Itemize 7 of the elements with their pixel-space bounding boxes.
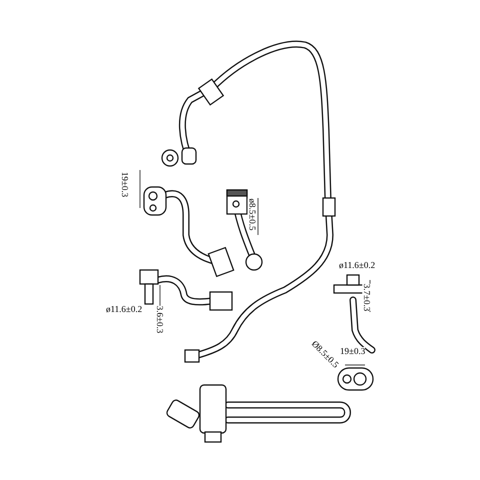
dimension-label: 19±0.3 bbox=[120, 172, 130, 198]
dimension-label: ø11.6±0.2 bbox=[339, 261, 376, 270]
dimension-label: ø11.6±0.2 bbox=[106, 305, 142, 314]
dimension-label: 3.6±0.3 bbox=[155, 306, 164, 334]
dimension-label: ø8.5±0.5 bbox=[247, 198, 256, 230]
dimension-label: 19±0.3 bbox=[340, 347, 366, 356]
dimension-label: 3.7±0.3 bbox=[362, 284, 372, 312]
